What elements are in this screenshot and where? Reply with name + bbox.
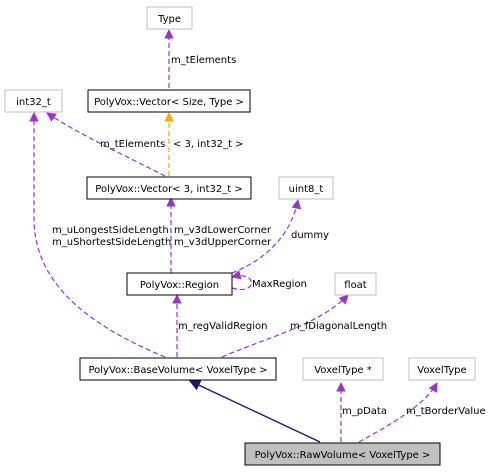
node-type[interactable]: Type	[146, 6, 193, 30]
node-voxel-type[interactable]: VoxelType	[408, 357, 476, 381]
node-float-label: float	[344, 280, 367, 291]
edge-label-shortest-side: m_uShortestSideLength	[52, 237, 171, 248]
edge-label-valid-region: m_regValidRegion	[178, 321, 267, 332]
node-region-label: PolyVox::Region	[140, 280, 219, 291]
edge-label-max-region: MaxRegion	[252, 279, 307, 290]
node-float[interactable]: float	[334, 272, 377, 296]
node-vector-size-type-label: PolyVox::Vector< Size, Type >	[94, 97, 244, 108]
node-base-volume-label: PolyVox::BaseVolume< VoxelType >	[88, 365, 267, 376]
node-raw-volume-label: PolyVox::RawVolume< VoxelType >	[255, 450, 431, 461]
node-voxel-type-label: VoxelType	[417, 365, 466, 376]
edge-int32-to-basevolume	[29, 112, 166, 358]
edge-uint8-to-region	[231, 199, 302, 274]
node-vector-size-type[interactable]: PolyVox::Vector< Size, Type >	[87, 89, 251, 113]
edge-label-type-elements: m_tElements	[171, 55, 236, 66]
edge-label-p-data: m_pData	[342, 406, 387, 417]
edge-label-dummy: dummy	[291, 230, 329, 241]
node-int32-t[interactable]: int32_t	[4, 89, 63, 113]
node-type-label: Type	[157, 14, 181, 25]
node-region[interactable]: PolyVox::Region	[126, 272, 233, 296]
node-vector-3-int32[interactable]: PolyVox::Vector< 3, int32_t >	[86, 176, 252, 200]
edge-region-self-loop	[231, 270, 252, 291]
node-vector-3-int32-label: PolyVox::Vector< 3, int32_t >	[95, 184, 242, 195]
node-uint8-t-label: uint8_t	[289, 184, 324, 195]
edge-label-lower-corner: m_v3dLowerCorner	[174, 225, 272, 236]
edge-label-border-value: m_tBorderValue	[406, 406, 486, 417]
edge-label-longest-side: m_uLongestSideLength	[52, 225, 169, 236]
node-int32-t-label: int32_t	[16, 97, 51, 108]
edge-label-int32-elements: m_tElements	[100, 139, 165, 150]
node-uint8-t[interactable]: uint8_t	[278, 176, 334, 200]
edge-voxeltype-to-rawvolume	[358, 382, 438, 443]
edge-label-upper-corner: m_v3dUpperCorner	[174, 237, 272, 248]
node-voxel-type-ptr-label: VoxelType *	[314, 365, 372, 376]
node-voxel-type-ptr[interactable]: VoxelType *	[302, 357, 384, 381]
node-raw-volume[interactable]: PolyVox::RawVolume< VoxelType >	[244, 442, 441, 466]
node-base-volume[interactable]: PolyVox::BaseVolume< VoxelType >	[79, 357, 277, 381]
edge-label-diagonal-length: m_fDiagonalLength	[290, 321, 387, 332]
edge-label-template-args: < 3, int32_t >	[173, 139, 244, 150]
edge-int32-to-vector3	[46, 112, 166, 177]
edge-inheritance	[188, 380, 321, 443]
